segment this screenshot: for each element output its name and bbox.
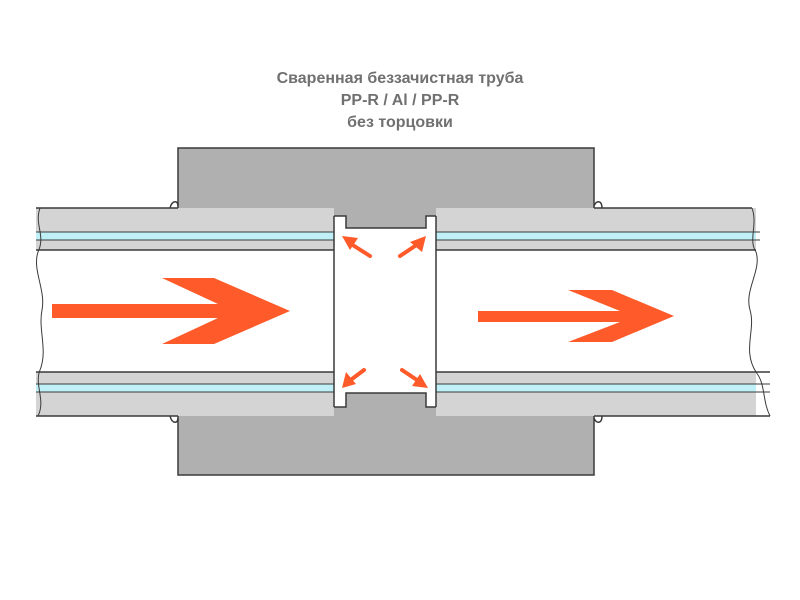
expansion-arrows <box>342 236 428 388</box>
diagram-title: Сваренная беззачистная труба PP-R / Al /… <box>0 68 800 134</box>
title-line-2: PP-R / Al / PP-R <box>340 92 460 109</box>
title-line-1: Сваренная беззачистная труба <box>276 70 524 87</box>
title-line-3: без торцовки <box>347 114 453 131</box>
flow-arrow-right <box>478 290 674 342</box>
flow-arrow-left <box>52 278 290 344</box>
